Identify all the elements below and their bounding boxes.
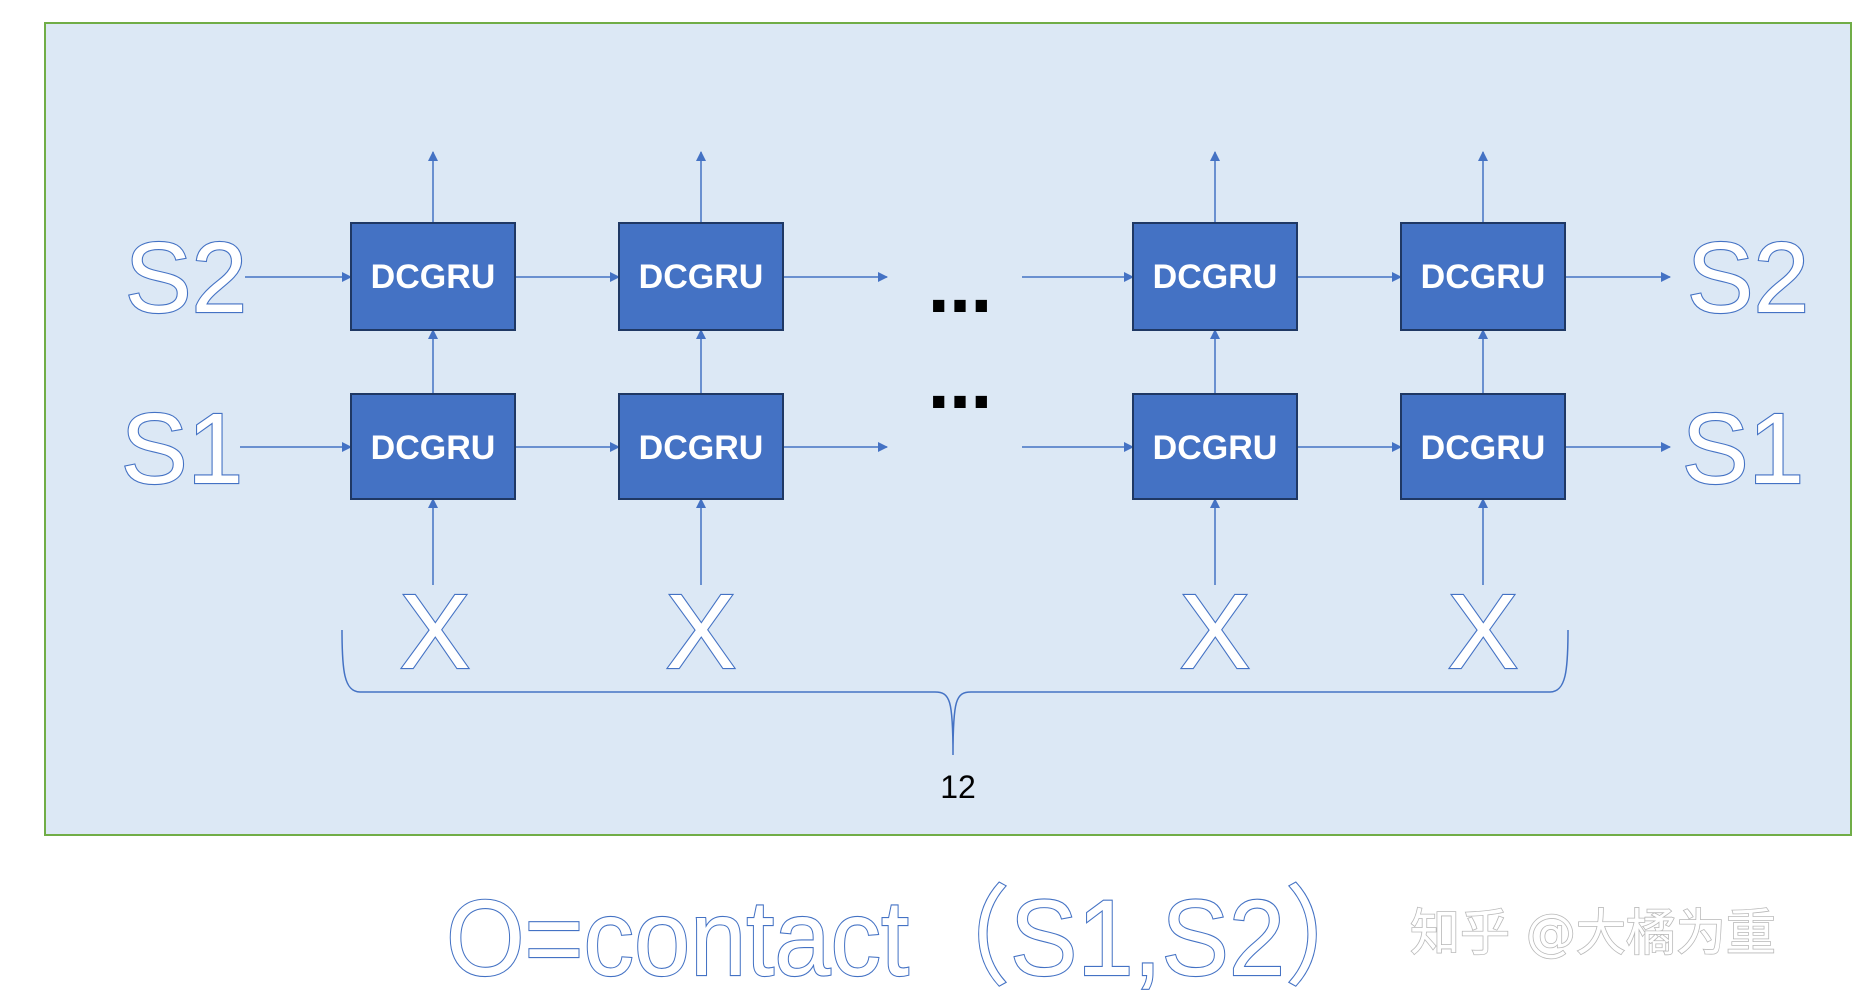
sequence-brace	[341, 629, 1569, 756]
sequence-length-label: 12	[940, 769, 976, 805]
input-label-x-1: X	[400, 573, 471, 691]
input-label-x-3: X	[1180, 573, 1251, 691]
output-formula: O=contact（S1,S2）	[446, 877, 1386, 998]
cell-top-4: DCGRU	[1400, 222, 1566, 331]
cell-label: DCGRU	[639, 429, 764, 467]
diagram-panel	[44, 22, 1852, 836]
cell-bottom-2: DCGRU	[618, 393, 784, 500]
cell-top-1: DCGRU	[350, 222, 516, 331]
watermark-text: 知乎 @大橘为重	[1410, 904, 1776, 962]
cell-bottom-3: DCGRU	[1132, 393, 1298, 500]
cell-top-2: DCGRU	[618, 222, 784, 331]
cell-top-3: DCGRU	[1132, 222, 1298, 331]
state-label-s1-left: S1	[121, 393, 243, 505]
cell-label: DCGRU	[1153, 429, 1278, 467]
cell-label: DCGRU	[1421, 429, 1546, 467]
cell-label: DCGRU	[1153, 258, 1278, 296]
ellipsis-bottom: …	[928, 350, 992, 424]
arrow-group	[240, 151, 1671, 585]
state-label-s1-right: S1	[1682, 393, 1804, 505]
cell-bottom-4: DCGRU	[1400, 393, 1566, 500]
cell-label: DCGRU	[639, 258, 764, 296]
input-label-x-4: X	[1448, 573, 1519, 691]
ellipsis-top: …	[928, 254, 992, 328]
state-label-s2-right: S2	[1687, 222, 1809, 334]
input-label-x-2: X	[666, 573, 737, 691]
cell-label: DCGRU	[371, 258, 496, 296]
cell-label: DCGRU	[371, 429, 496, 467]
cell-bottom-1: DCGRU	[350, 393, 516, 500]
cell-label: DCGRU	[1421, 258, 1546, 296]
state-label-s2-left: S2	[125, 222, 247, 334]
